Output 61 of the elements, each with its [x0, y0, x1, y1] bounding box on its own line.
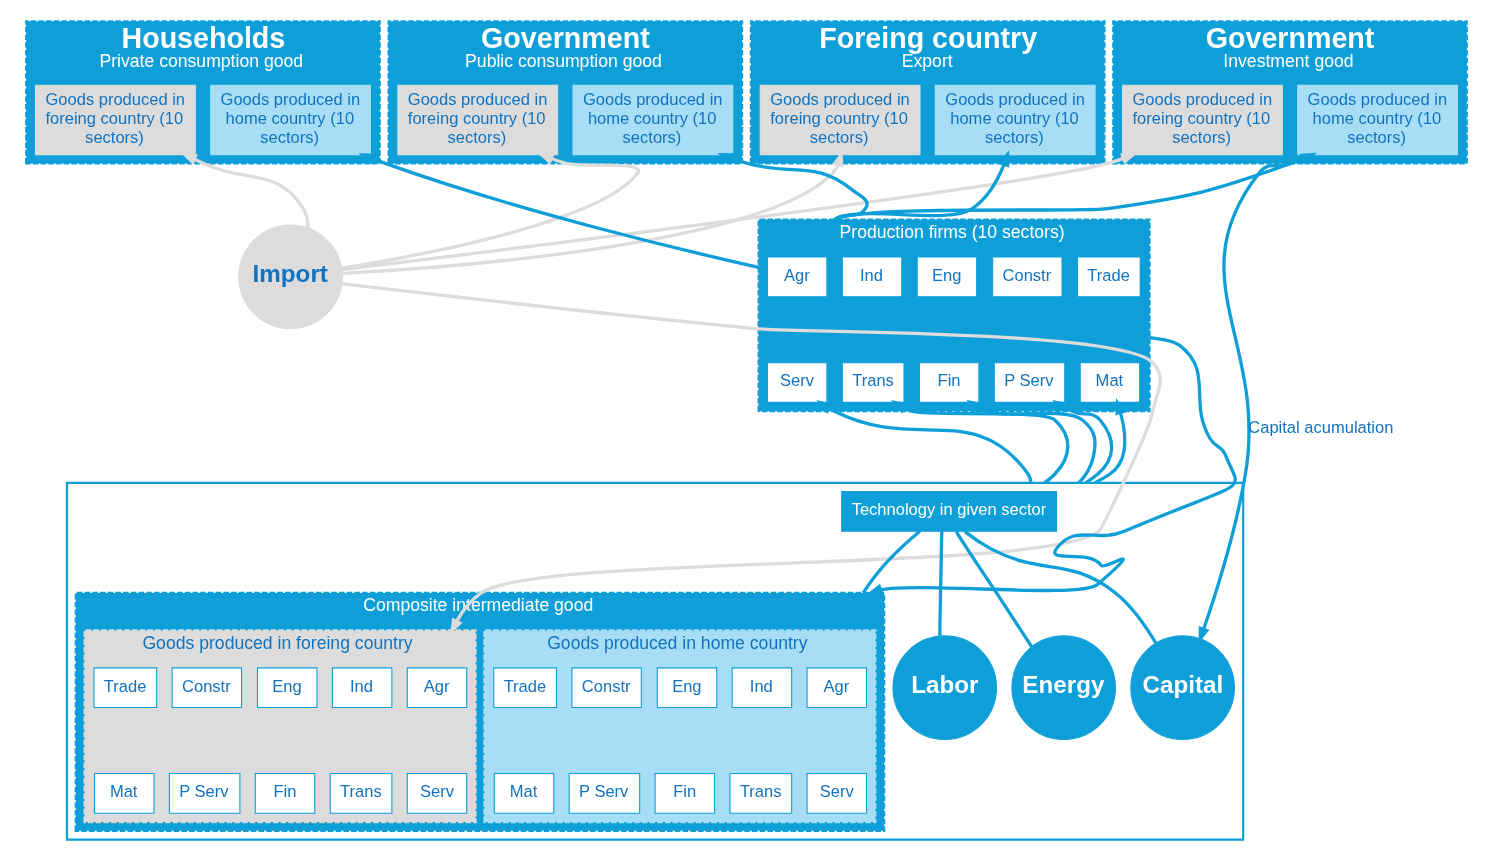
node-box: Serv [806, 773, 867, 814]
node-box: Ind [731, 667, 792, 709]
node-box: Eng [916, 256, 977, 298]
node-box: Goods produced in home country (10 sectors) [209, 84, 371, 156]
node-circle: Import [237, 224, 343, 330]
node-box: Goods produced in home country (10 sectors) [934, 84, 1096, 156]
node-box: Trans [728, 773, 792, 814]
arrow [357, 152, 759, 269]
node-box: P Serv [568, 773, 640, 814]
node-box: Goods produced in home country (10 sectors) [572, 84, 733, 156]
node-box: Goods produced in foreing country (10 sectors) [759, 84, 920, 156]
node-circle: Energy [1010, 635, 1116, 740]
arrow [341, 282, 1162, 635]
node-box: Constr [171, 667, 242, 709]
node-box: Ind [331, 667, 392, 709]
node-box: Technology in given sector [840, 491, 1057, 532]
node-box: Ind [841, 256, 902, 298]
arrow [341, 153, 1138, 272]
node-box: Agr [406, 667, 467, 709]
node-box: Serv [766, 362, 827, 403]
node-box: Constr [570, 667, 642, 709]
node-box: Goods produced in home country (10 sectors) [1296, 84, 1458, 156]
connector [963, 530, 1157, 644]
arrow [890, 400, 1069, 485]
node-box: Mat [93, 773, 154, 814]
arrow [1051, 400, 1113, 485]
node-box: Trade [1076, 256, 1141, 298]
arrow [833, 152, 1317, 222]
node-box: Constr [991, 256, 1063, 298]
node-box: P Serv [168, 773, 240, 814]
arrow [341, 150, 843, 276]
arrow [1093, 397, 1126, 485]
node-box: Agr [806, 667, 867, 709]
arrow [180, 152, 310, 228]
node-box: Fin [654, 773, 715, 814]
node-box: Serv [406, 773, 467, 814]
node-box: Mat [1079, 362, 1140, 403]
node-box: Fin [918, 362, 979, 403]
node-box: Mat [493, 773, 554, 814]
node-box: Eng [256, 667, 318, 709]
node-box: Fin [254, 773, 315, 814]
arrow [340, 152, 640, 270]
connector [954, 530, 1033, 648]
connector [937, 531, 944, 636]
connector [861, 530, 921, 594]
node-box: Trade [92, 667, 157, 709]
node-box: Trade [492, 667, 557, 709]
node-box: Goods produced in foreing country (10 sectors) [34, 84, 196, 156]
node-circle: Capital [1129, 635, 1235, 740]
node-box: Trans [329, 773, 392, 814]
arrow [965, 399, 1097, 484]
node-box: Goods produced in foreing country (10 sectors) [1121, 84, 1283, 156]
node-box: Agr [766, 256, 827, 298]
arrow [865, 335, 1236, 595]
cluster [65, 481, 1244, 841]
node-box: Trans [841, 362, 905, 403]
node-circle: Labor [891, 635, 997, 740]
node-box: P Serv [993, 362, 1065, 403]
arrow [815, 399, 1032, 483]
node-box: Eng [656, 667, 717, 709]
node-box: Goods produced in foreing country (10 sectors) [396, 84, 558, 156]
